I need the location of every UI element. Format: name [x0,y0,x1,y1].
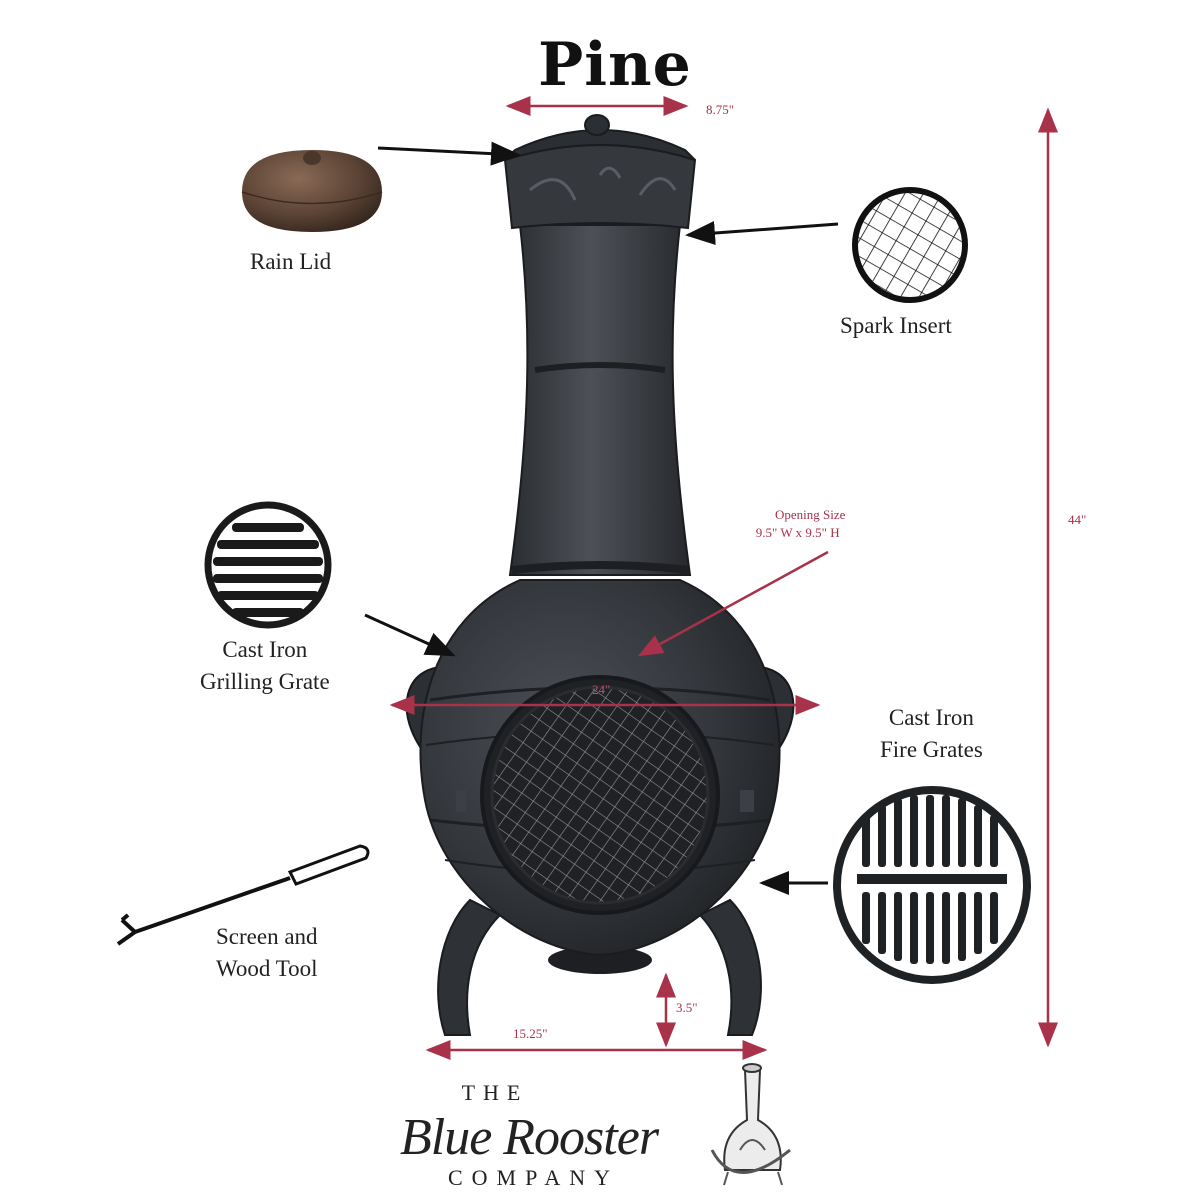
spark-insert-icon [852,187,968,303]
fire-grates-label-line2: Fire Grates [880,737,983,762]
grilling-grate-label: Cast Iron Grilling Grate [200,634,330,698]
pointer-arrows [364,141,839,895]
wood-tool-label: Screen and Wood Tool [216,921,318,985]
chiminea-illustration [405,114,795,1036]
opening-size-title: Opening Size [775,507,846,522]
grilling-grate-arrow [364,613,456,657]
fire-grate-icon [833,786,1031,984]
logo-brand-name: Blue Rooster [400,1109,659,1166]
fire-grates-label-line1: Cast Iron [888,705,974,730]
spark-insert-arrow [685,221,839,245]
logo-the: THE [461,1080,529,1105]
opening-size-value: 9.5" W x 9.5" H [755,525,840,540]
wood-tool-icon [116,844,370,946]
opening-pointer-line [637,550,829,657]
logo-company: COMPANY [448,1165,620,1190]
wood-tool-label-line2: Wood Tool [216,956,318,981]
product-title: Pine [538,30,692,100]
leg-height-label: 3.5" [676,1000,698,1015]
grilling-grate-label-line1: Cast Iron [222,637,308,662]
spark-insert-label: Spark Insert [840,313,952,338]
logo-chiminea-icon [710,1063,791,1186]
body-width-label: 24" [592,682,611,697]
rain-lid-icon [241,150,383,232]
base-width-label: 15.25" [513,1026,548,1041]
grilling-grate-icon [204,501,332,629]
height-label: 44" [1068,512,1087,527]
top-width-label: 8.75" [706,102,735,117]
fire-grates-label: Cast Iron Fire Grates [880,702,983,766]
grilling-grate-label-line2: Grilling Grate [200,669,330,694]
rain-lid-arrow [377,141,521,166]
opening-size-label: Opening Size 9.5" W x 9.5" H [756,506,846,542]
rain-lid-label: Rain Lid [250,249,332,274]
wood-tool-label-line1: Screen and [216,924,318,949]
dimension-lines [389,96,1058,1060]
